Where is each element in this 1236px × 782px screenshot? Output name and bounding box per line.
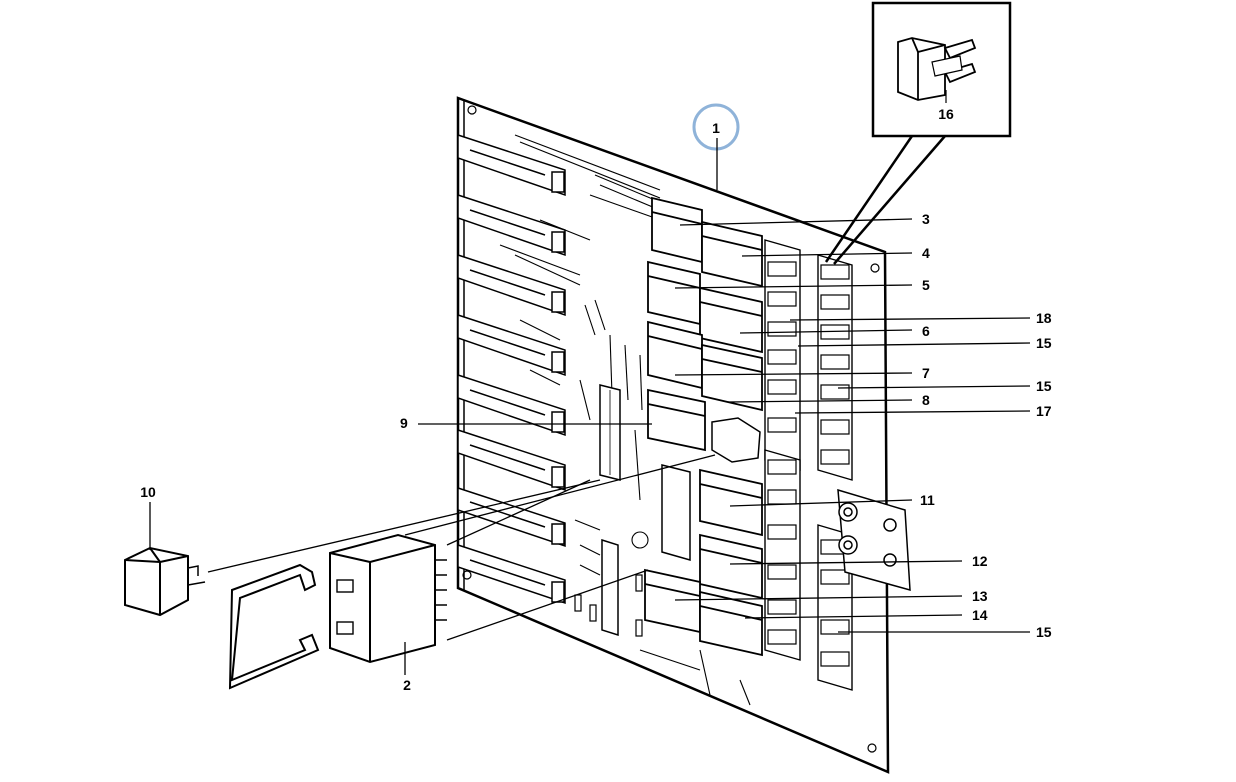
callout-1: 1 [712,120,720,136]
callout-3: 3 [922,211,930,227]
module-2 [329,533,447,664]
relays [644,196,763,657]
callout-5: 5 [922,277,930,293]
edge-connector [457,486,566,548]
callout-16: 16 [938,106,954,122]
callout-7: 7 [922,365,930,381]
retaining-clip [228,563,320,690]
inset-fuse-detail [871,1,1012,138]
edge-connectors [457,133,566,605]
callout-8: 8 [922,392,930,408]
circuit-traces [499,134,751,706]
relay-13 [644,568,701,634]
callout-15c: 15 [1036,624,1052,640]
relay-6 [699,286,763,354]
callout-15b: 15 [1036,378,1052,394]
callout-9: 9 [400,415,408,431]
relay-10 [124,546,206,617]
leader-lines [149,138,1031,675]
callout-4: 4 [922,245,930,261]
terminal-block [661,464,691,561]
callout-6: 6 [922,323,930,339]
callout-labels: 1 2 3 4 5 6 7 8 9 10 11 12 13 14 15 15 1… [140,106,1052,693]
pin-header [601,538,619,637]
callout-17: 17 [1036,403,1052,419]
callout-10: 10 [140,484,156,500]
edge-connector [457,133,566,197]
callout-18: 18 [1036,310,1052,326]
relay-14 [699,590,763,657]
blade-fuse [897,37,977,101]
edge-connector [457,193,566,257]
edge-connector [457,253,566,317]
relay-12 [699,533,763,600]
callout-13: 13 [972,588,988,604]
edge-connector [457,313,566,377]
callout-15a: 15 [1036,335,1052,351]
small-connector [711,417,761,463]
relay-7 [647,320,703,390]
callout-14: 14 [972,607,988,623]
highlight-circle [692,103,740,151]
power-stud-bracket [837,488,911,592]
edge-connector [457,428,566,492]
callout-11: 11 [920,492,935,508]
pin-header [599,384,621,481]
relay-5 [647,260,701,326]
relay-11 [699,468,763,537]
relay-9 [647,388,706,452]
inset-pointer-lines [824,135,946,265]
resistors [574,574,643,637]
callout-2: 2 [403,677,411,693]
callout-12: 12 [972,553,988,569]
relay-3 [651,196,703,264]
relay-8 [701,343,763,412]
relay-4 [701,220,763,288]
edge-connector [457,543,566,605]
edge-connector [457,373,566,437]
